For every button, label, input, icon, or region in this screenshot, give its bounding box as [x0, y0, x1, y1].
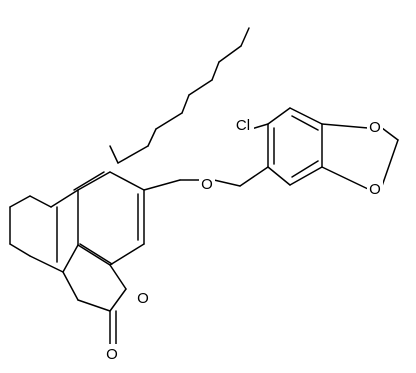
cyclohexene-bond — [9, 195, 31, 208]
lactone-ring-oxygen-label: O — [137, 290, 149, 307]
hexyl-chain-bond — [211, 61, 220, 81]
hexyl-chain-bond — [181, 94, 190, 114]
lactone-ring-bond — [109, 288, 127, 312]
dioxole-bond — [321, 123, 369, 129]
aromatic-bond — [109, 243, 145, 266]
hexyl-chain-bond — [147, 128, 157, 147]
atom-labels: Cl O O O O O — [104, 115, 383, 364]
cyclohexene-bond — [29, 195, 52, 208]
aromatic-bond — [77, 171, 111, 191]
ether-bond — [239, 166, 269, 187]
ether-oxygen-atom: O — [199, 174, 215, 194]
aromatic-bond — [267, 107, 291, 125]
carbonyl-oxygen-label: O — [106, 346, 118, 363]
ether-bond — [213, 179, 241, 187]
hexyl-chain-bond — [117, 145, 149, 164]
chlorine-atom: Cl — [232, 115, 254, 135]
aromatic-double-bond — [291, 160, 319, 178]
lactone-ring-bond — [77, 299, 111, 312]
aromatic-bond — [289, 107, 323, 125]
dioxole-oxygen-1-atom: O — [367, 117, 383, 137]
aromatic-bond — [289, 166, 323, 186]
aromatic-double-bond — [73, 171, 105, 191]
aromatic-double-bond — [291, 115, 319, 131]
aromatic-bond — [77, 244, 111, 266]
hexyl-chain-bond — [240, 27, 250, 47]
dioxole-oxygen-2-label: O — [369, 181, 381, 198]
hexyl-chain-bond — [109, 145, 119, 164]
chlorine-label: Cl — [236, 117, 250, 134]
aromatic-bond — [267, 166, 291, 186]
dioxole-bond — [381, 139, 399, 187]
lactone-ring-bond — [62, 271, 79, 301]
cyclohexene-bond — [50, 189, 79, 208]
dioxole-oxygen-1-label: O — [369, 119, 381, 136]
ether-oxygen-label: O — [201, 176, 213, 193]
lactone-ring-bond — [62, 244, 79, 273]
aromatic-bond — [109, 171, 145, 191]
cyclohexene-bond — [29, 255, 64, 273]
hexyl-chain-bond — [188, 79, 213, 96]
bond-lines — [9, 27, 399, 345]
hexyl-chain-bond — [218, 45, 242, 63]
lactone-ring-oxygen-atom: O — [135, 288, 151, 308]
aromatic-double-bond — [79, 243, 113, 265]
hexyl-chain-bond — [155, 112, 183, 130]
carbonyl-oxygen-atom: O — [104, 344, 120, 364]
lactone-ring-bond — [109, 264, 127, 290]
dioxole-oxygen-2-atom: O — [367, 179, 383, 199]
dioxole-bond — [381, 127, 399, 141]
cyclohexene-bond — [9, 243, 31, 257]
dioxole-bond — [321, 166, 369, 190]
ether-bond — [143, 179, 181, 191]
